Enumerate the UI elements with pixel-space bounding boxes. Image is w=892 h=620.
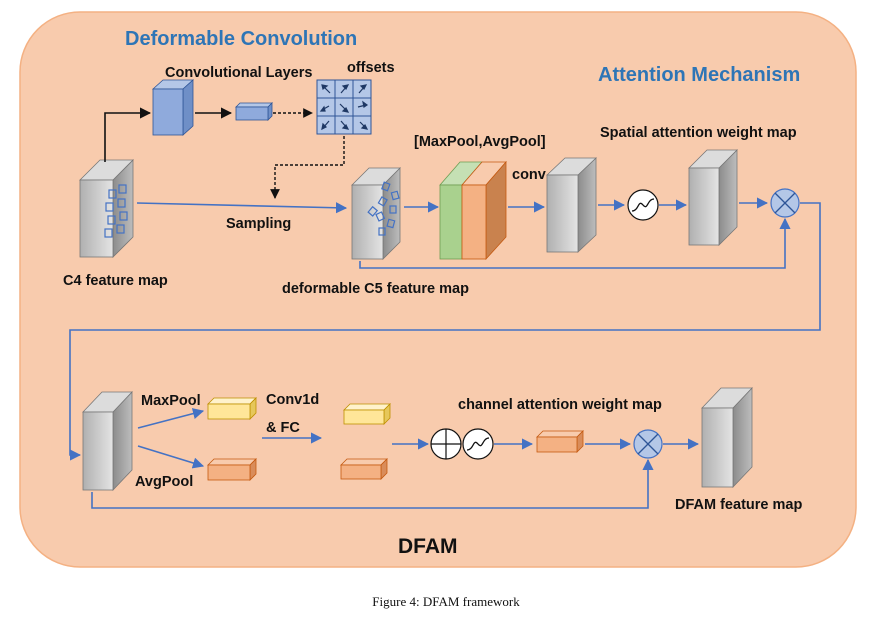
conv1d-avg-bar [340, 458, 388, 480]
multiply-icon [633, 429, 663, 459]
conv-output-block [545, 157, 598, 253]
dfam-panel [19, 11, 857, 568]
c5-feature-block [351, 167, 401, 260]
dfam-output-block [701, 386, 753, 489]
label-c5-feature-map: deformable C5 feature map [282, 281, 469, 297]
avgpool-bar [207, 458, 257, 481]
label-conv1d: Conv1d [266, 392, 319, 408]
label-fc: & FC [266, 420, 300, 436]
offset-arrow-icon [319, 84, 369, 131]
c4-feature-block [79, 159, 134, 258]
arrow-c4-to-conv [104, 107, 152, 162]
arrow-c4-to-c5 [136, 202, 348, 214]
arrow-to-bottom-row [69, 202, 821, 461]
small-conv-block [235, 102, 273, 121]
label-avgpool: AvgPool [135, 474, 193, 490]
label-c4-feature-map: C4 feature map [63, 273, 168, 289]
conv-layers-block [151, 79, 195, 136]
maxpool-bar [207, 397, 257, 420]
label-maxpool: MaxPool [141, 393, 201, 409]
pool-block [439, 160, 507, 261]
label-conv-layers: Convolutional Layers [165, 65, 312, 81]
arrow-to-avgpool [137, 445, 205, 469]
heading-attention: Attention Mechanism [598, 64, 800, 86]
add-icon [430, 428, 462, 460]
label-dfam-output: DFAM feature map [675, 497, 802, 513]
label-pool: [MaxPool,AvgPool] [414, 134, 546, 150]
label-offsets: offsets [347, 60, 395, 76]
label-spatial-weight: Spatial attention weight map [600, 125, 797, 141]
sigmoid-icon [627, 189, 659, 221]
sigmoid-icon [462, 428, 494, 460]
multiply-icon [770, 188, 800, 218]
label-dfam: DFAM [398, 535, 458, 558]
heading-deformable: Deformable Convolution [125, 28, 357, 50]
label-channel-weight: channel attention weight map [458, 397, 662, 413]
channel-weight-bar [536, 430, 584, 453]
figure-caption: Figure 4: DFAM framework [372, 594, 520, 609]
bottom-input-block [82, 390, 133, 492]
offsets-grid [316, 79, 372, 135]
spatial-weight-block [688, 149, 738, 246]
label-sampling: Sampling [226, 216, 291, 232]
arrow-bottom-residual [91, 458, 654, 509]
label-conv: conv [512, 167, 546, 183]
conv1d-max-bar [343, 403, 391, 425]
arrow-to-maxpool [137, 408, 205, 429]
arrow-c5-residual [359, 217, 791, 269]
